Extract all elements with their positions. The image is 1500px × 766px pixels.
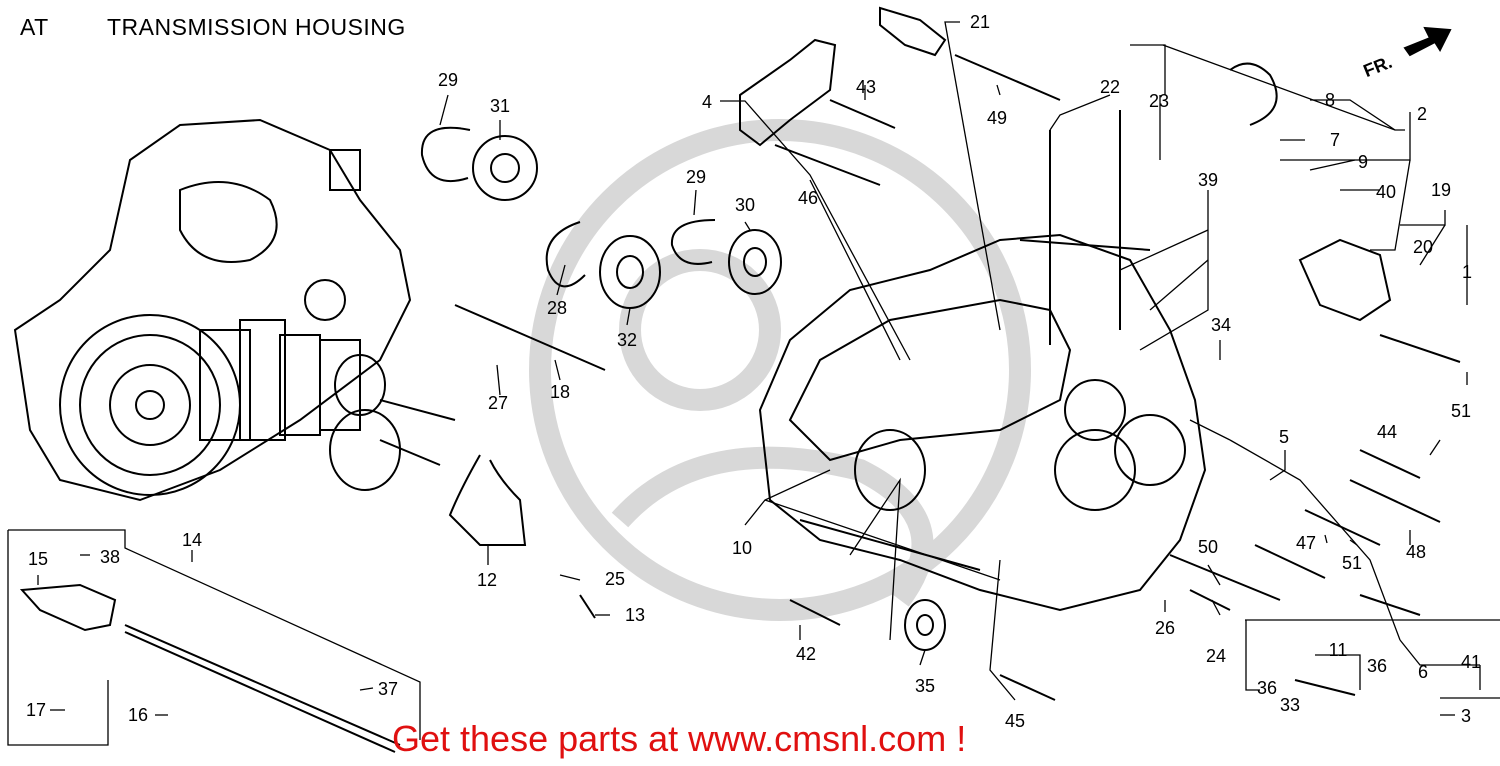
callout-31: 31 [490, 96, 510, 116]
callout-1: 1 [1462, 262, 1472, 282]
callout-42: 42 [796, 644, 816, 664]
callout-14: 14 [182, 530, 202, 550]
callout-6: 6 [1418, 662, 1428, 682]
bearing-31 [472, 135, 538, 201]
snap-ring-29 [420, 126, 471, 183]
callout-48: 48 [1406, 542, 1426, 562]
callout-36-right: 36 [1367, 656, 1387, 676]
pipe-8 [1229, 62, 1278, 126]
snap-ring-29b [670, 219, 716, 265]
callout-19: 19 [1431, 180, 1451, 200]
bracket-20 [1298, 238, 1392, 322]
bearing-30 [728, 229, 782, 295]
callout-35: 35 [915, 676, 935, 696]
shift-shaft-18 [454, 304, 606, 371]
callout-4: 4 [702, 92, 712, 112]
callout-47: 47 [1296, 533, 1316, 553]
callout-39: 39 [1198, 170, 1218, 190]
bearing-35 [904, 599, 946, 651]
bolt-set [579, 54, 1461, 701]
callout-15: 15 [28, 549, 48, 569]
callout-7: 7 [1330, 130, 1340, 150]
callout-44: 44 [1377, 422, 1397, 442]
callout-3: 3 [1461, 706, 1471, 726]
callout-33: 33 [1280, 695, 1300, 715]
callout-51-right: 51 [1451, 401, 1471, 421]
callout-22: 22 [1100, 77, 1120, 97]
callout-11: 11 [1329, 640, 1348, 660]
callout-45: 45 [1005, 711, 1025, 731]
callout-37: 37 [378, 679, 398, 699]
callout-23: 23 [1149, 91, 1169, 111]
callout-29-lower: 29 [686, 167, 706, 187]
callout-26: 26 [1155, 618, 1175, 638]
callout-9: 9 [1358, 152, 1368, 172]
callout-25: 25 [605, 569, 625, 589]
callout-28: 28 [547, 298, 567, 318]
shift-arm-15 [19, 583, 117, 632]
callout-41: 41 [1461, 652, 1481, 672]
callout-13: 13 [625, 605, 645, 625]
callout-10: 10 [732, 538, 752, 558]
shift-fork-12 [448, 454, 527, 546]
callout-32: 32 [617, 330, 637, 350]
callout-38: 38 [100, 547, 120, 567]
callout-16: 16 [128, 705, 148, 725]
diagram-code: AT [20, 14, 49, 40]
transmission-assembly [13, 118, 456, 502]
callout-18: 18 [550, 382, 570, 402]
callout-30: 30 [735, 195, 755, 215]
callout-8: 8 [1325, 90, 1335, 110]
snap-ring-28 [545, 221, 586, 288]
front-direction-label: FR. [1361, 52, 1395, 81]
callout-51-lower: 51 [1342, 553, 1362, 573]
callout-34: 34 [1211, 315, 1231, 335]
callout-17: 17 [26, 700, 46, 720]
callout-49: 49 [987, 108, 1007, 128]
callout-29-upper: 29 [438, 70, 458, 90]
callout-36-left: 36 [1257, 678, 1277, 698]
shift-rod-14 [124, 624, 401, 753]
leader-lines [7, 21, 1500, 746]
callout-24: 24 [1206, 646, 1226, 666]
watermark-logo [529, 119, 1031, 621]
bracket-21 [879, 6, 947, 57]
front-direction-arrow [1403, 26, 1452, 57]
transmission-housing [758, 233, 1207, 612]
callout-2: 2 [1417, 104, 1427, 124]
bracket-4 [739, 38, 837, 147]
callout-50: 50 [1198, 537, 1218, 557]
promo-link[interactable]: Get these parts at www.cmsnl.com ! [392, 718, 967, 759]
callout-20: 20 [1413, 237, 1433, 257]
callout-5: 5 [1279, 427, 1289, 447]
callout-40: 40 [1376, 182, 1396, 202]
callout-21: 21 [970, 12, 990, 32]
callout-12: 12 [477, 570, 497, 590]
callout-46: 46 [798, 188, 818, 208]
callout-43: 43 [856, 77, 876, 97]
callout-27: 27 [488, 393, 508, 413]
diagram-title: TRANSMISSION HOUSING [107, 14, 406, 40]
